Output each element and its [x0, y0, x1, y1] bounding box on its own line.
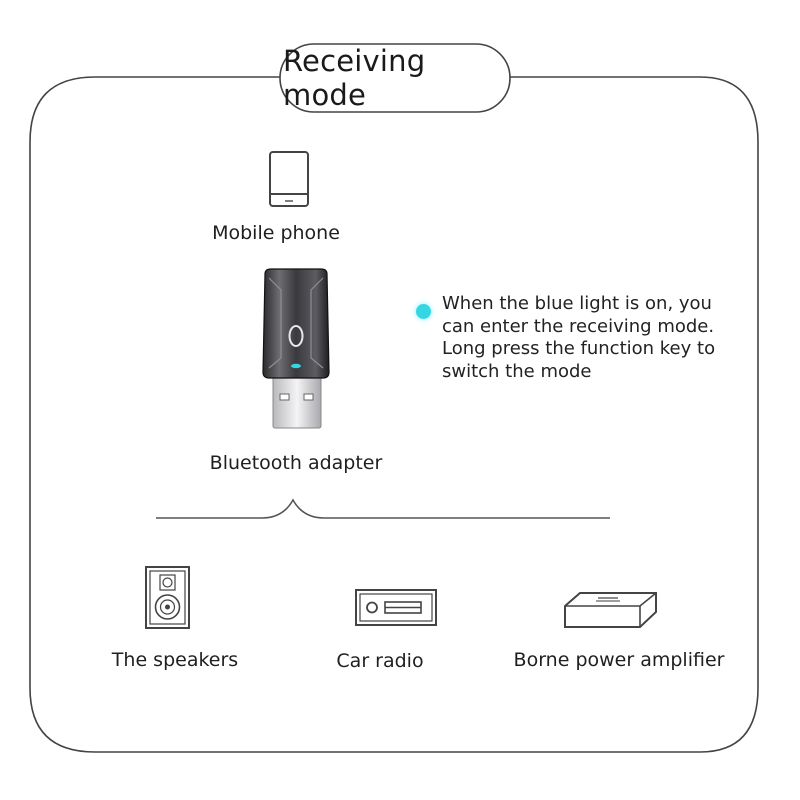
instruction-line: can enter the receiving mode.: [442, 315, 715, 337]
mobile-phone-icon: [268, 150, 312, 214]
instruction-line: switch the mode: [442, 360, 592, 382]
power-amplifier-icon: [562, 590, 660, 634]
page-title: Receiving mode: [283, 44, 426, 112]
car-radio-icon: [354, 588, 438, 632]
bluetooth-adapter-label: Bluetooth adapter: [209, 452, 383, 474]
speakers-label: The speakers: [111, 649, 239, 671]
frame-border: [29, 76, 759, 753]
title-pill: [279, 43, 511, 113]
speaker-icon: [143, 564, 193, 636]
instruction-line: When the blue light is on, you: [442, 293, 712, 314]
power-amplifier-label: Borne power amplifier: [513, 649, 725, 671]
brace-divider: [156, 498, 610, 519]
mode-instructions: When the blue light is on, you can enter…: [442, 293, 762, 383]
car-radio-label: Car radio: [336, 650, 424, 672]
blue-light-indicator: [416, 304, 431, 319]
instruction-line: Long press the function key to: [442, 338, 716, 359]
bluetooth-adapter-icon: [255, 268, 337, 434]
mobile-phone-label: Mobile phone: [212, 222, 340, 244]
